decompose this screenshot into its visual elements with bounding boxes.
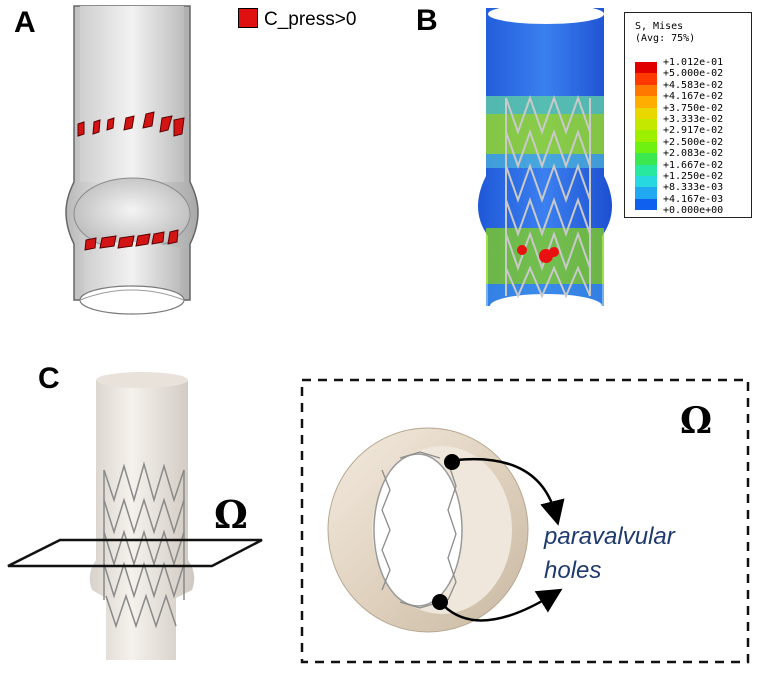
legend-color-cell — [635, 84, 657, 97]
legend-value: +3.333e-02 — [663, 114, 724, 125]
legend-value: +4.167e-02 — [663, 91, 724, 103]
legend-value: +2.083e-02 — [663, 148, 724, 160]
legend-color-cell — [635, 119, 657, 131]
contact-pressure-swatch — [238, 8, 258, 28]
legend-value: +8.333e-03 — [663, 182, 724, 194]
omega-box — [300, 378, 750, 664]
panel-a-vessel — [65, 5, 199, 315]
panel-c-stent-figure — [7, 372, 263, 660]
legend-color-cell — [635, 73, 657, 85]
paravalvular-holes-annotation: paravalvular holes — [544, 520, 675, 588]
legend-color-cell — [635, 164, 657, 176]
mises-stress-legend: S, Mises (Avg: 75%) +1.012e-01+5.000e-02… — [624, 12, 752, 218]
legend-value: +5.000e-02 — [663, 68, 724, 80]
legend-value: +2.500e-02 — [663, 136, 724, 148]
omega-label: Ω — [214, 492, 248, 537]
legend-value: +0.000e+00 — [663, 205, 724, 217]
panel-label-c: C — [38, 362, 60, 395]
legend-title-line-1: S, Mises — [635, 21, 684, 32]
omega-box-label: Ω — [680, 400, 713, 442]
paravalvular-hole-marker-top — [444, 454, 460, 470]
contact-pressure-label: C_press>0 — [264, 9, 357, 30]
legend-color-cell — [635, 187, 657, 199]
legend-title: S, Mises (Avg: 75%) — [635, 21, 695, 45]
legend-color-cell — [635, 130, 657, 142]
panel-b-stress-figure — [478, 4, 612, 318]
arrow-top — [455, 457, 565, 526]
panel-label-b: B — [416, 4, 438, 37]
legend-value: +4.583e-02 — [663, 79, 724, 91]
legend-color-cell — [635, 62, 657, 74]
legend-value: +4.167e-03 — [663, 193, 724, 205]
panel-b-stent-mesh — [505, 94, 591, 299]
legend-color-cell — [635, 107, 657, 119]
legend-value: +2.917e-02 — [663, 125, 724, 137]
annotation-line-1: paravalvular — [544, 523, 675, 550]
legend-color-cell — [635, 141, 657, 154]
legend-color-cell — [635, 198, 657, 211]
legend-color-cell — [635, 153, 657, 165]
legend-color-cell — [635, 96, 657, 108]
panel-label-a: A — [14, 6, 36, 39]
contact-spots-lower — [84, 229, 179, 251]
panel-c-stent-mesh — [103, 461, 185, 629]
panel-b-stress-hotspots — [517, 245, 559, 263]
legend-value: +1.250e-02 — [663, 171, 724, 182]
legend-title-line-2: (Avg: 75%) — [635, 33, 696, 44]
legend-color-cell — [635, 176, 657, 188]
omega-plane — [7, 538, 263, 568]
legend-value: +3.750e-02 — [663, 102, 724, 114]
annotation-line-2: holes — [544, 557, 602, 584]
legend-value: +1.012e-01 — [663, 57, 724, 68]
legend-value: +1.667e-02 — [663, 159, 724, 171]
contact-pressure-legend: C_press>0 — [238, 8, 356, 31]
arrow-bottom — [443, 588, 563, 622]
contact-spots-upper — [77, 111, 185, 137]
panel-c-cross-section — [300, 378, 750, 664]
